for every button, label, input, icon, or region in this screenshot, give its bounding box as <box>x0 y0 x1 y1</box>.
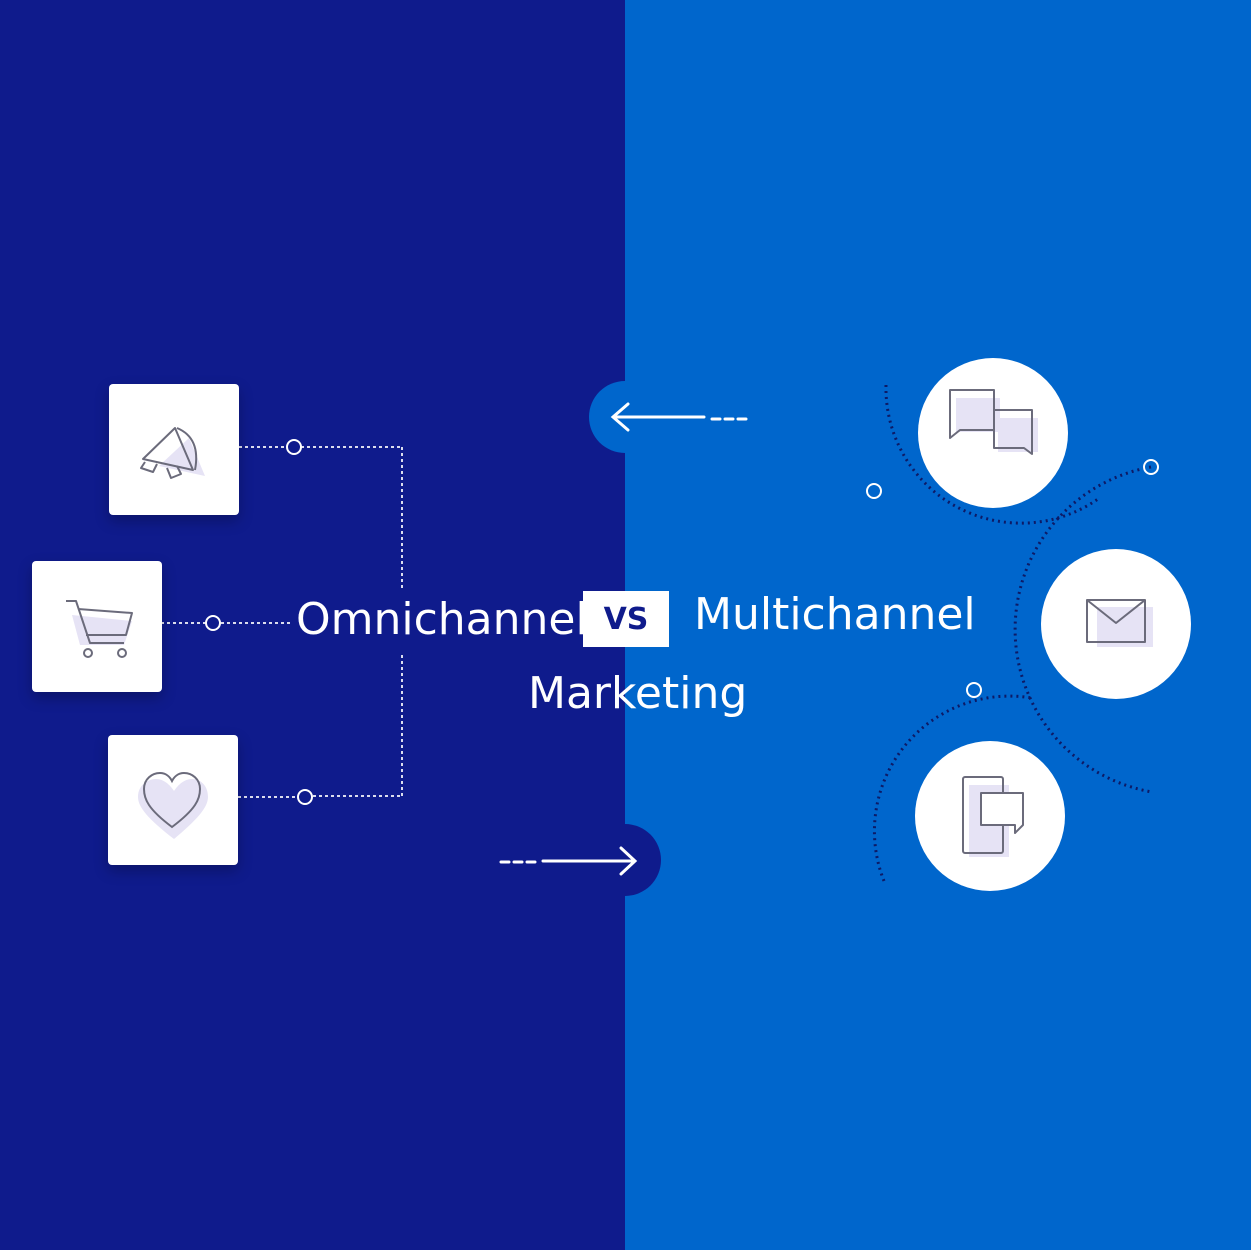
shopping-cart-icon <box>66 600 133 658</box>
title-multichannel: Multichannel <box>694 589 976 640</box>
omnichannel-connectors <box>161 446 403 798</box>
multichannel-arcs <box>872 384 1153 882</box>
megaphone-card <box>109 384 239 515</box>
mobile-message-icon <box>962 776 1024 857</box>
vs-badge: VS <box>583 591 669 647</box>
heart-card <box>108 735 238 865</box>
title-omnichannel: Omnichannel <box>296 594 588 645</box>
envelope-icon <box>1086 599 1153 647</box>
megaphone-icon <box>140 427 205 479</box>
arrow-tab-right <box>625 824 661 896</box>
mobile-circle <box>915 741 1065 891</box>
email-circle <box>1041 549 1191 699</box>
chat-bubbles-icon <box>949 389 1038 455</box>
heart-icon <box>138 771 208 839</box>
omnichannel-nodes <box>205 439 313 805</box>
shopping-cart-card <box>32 561 162 692</box>
arrow-tab-left <box>589 381 625 453</box>
arrow-right <box>499 846 638 876</box>
arrow-left <box>610 402 748 432</box>
chat-circle <box>918 358 1068 508</box>
title-marketing: Marketing <box>528 668 748 719</box>
multichannel-nodes <box>866 459 1159 698</box>
